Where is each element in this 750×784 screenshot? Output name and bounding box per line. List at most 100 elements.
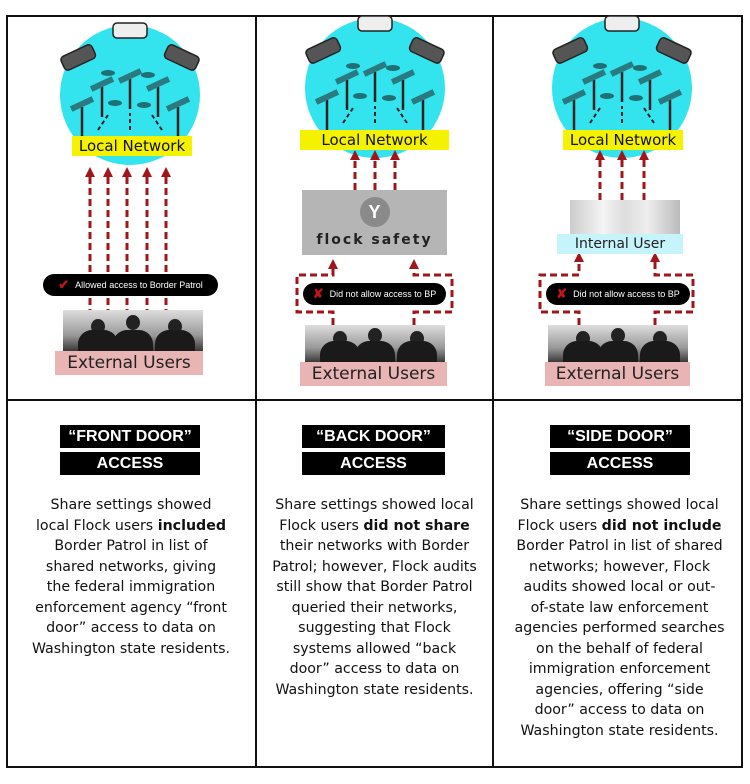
check-icon: ✔: [58, 277, 70, 292]
column-divider: [492, 15, 494, 768]
access-arrows: [295, 158, 454, 325]
text-segment: Flock users: [279, 517, 364, 534]
text-segment: agencies performed searches: [514, 620, 725, 636]
internal-user-label: Internal User: [557, 234, 683, 254]
emphasis-text: did not share: [363, 517, 470, 534]
description-line: on the behalf of federal: [496, 639, 743, 660]
side-door-heading: “SIDE DOOR”: [550, 425, 690, 448]
text-segment: audits showed local or out-: [523, 579, 716, 595]
police-officers-photo: [63, 310, 203, 352]
text-segment: Border Patrol in list of shared: [516, 538, 723, 554]
car-icon: [101, 70, 115, 76]
description-line: suggesting that Flock: [258, 618, 491, 639]
text-segment: Border Patrol in list of: [54, 538, 208, 554]
text-segment: Washington state residents.: [31, 640, 231, 657]
x-icon: ✘: [312, 286, 324, 301]
data-flow-arrow: [396, 107, 408, 124]
arrowhead-icon: [122, 167, 132, 177]
text-segment: queried their networks,: [291, 599, 458, 616]
description-line: Washington state residents.: [496, 721, 743, 742]
description-line: Share settings showed: [14, 495, 248, 516]
arrowhead-icon: [370, 150, 380, 160]
x-icon: ✘: [556, 286, 568, 301]
access-arrows: [538, 158, 695, 325]
external-users-label: External Users: [300, 362, 447, 386]
description-line: networks; however, Flock: [496, 557, 743, 578]
network-circle-graphic: [295, 15, 454, 325]
solar-panel-icon: [581, 69, 607, 85]
arrowhead-icon: [142, 167, 152, 177]
access-status-text: Did not allow access to BP: [573, 289, 680, 299]
access-arrows: [88, 175, 168, 327]
vehicle-icon: [163, 44, 200, 71]
description-line: Border Patrol in list of: [14, 536, 248, 557]
network-circle-graphic: [538, 15, 695, 325]
back-door-heading: “BACK DOOR”: [302, 425, 445, 448]
access-status-pill: ✘ Did not allow access to BP: [303, 283, 446, 305]
description-line: still show that Border Patrol: [258, 577, 491, 598]
text-segment: Patrol; however, Flock audits: [272, 558, 477, 575]
car-icon: [137, 102, 151, 108]
police-officers-photo: [548, 325, 688, 363]
text-segment: door” access to data on: [289, 661, 460, 677]
description-line: Share settings showed local: [258, 495, 491, 516]
arrowhead-icon: [595, 150, 605, 160]
description-line: Flock users did not share: [258, 516, 491, 537]
description-line: Washington state residents.: [14, 639, 248, 660]
text-segment: of-state law enforcement: [530, 599, 709, 616]
external-users-label: External Users: [545, 362, 690, 386]
arrowhead-icon: [328, 259, 338, 269]
internal-user-photo: [570, 200, 680, 234]
text-segment: Flock users: [517, 517, 602, 534]
flock-tree-icon: Y: [359, 197, 390, 227]
car-icon: [633, 65, 647, 71]
emphasis-text: did not include: [601, 517, 722, 534]
arrowhead-icon: [103, 167, 113, 177]
front-door-heading: “FRONT DOOR”: [60, 425, 200, 448]
police-officers-photo: [305, 325, 445, 363]
solar-panel-icon: [314, 89, 340, 105]
front-door-heading-access: ACCESS: [60, 452, 200, 475]
access-status-text: Did not allow access to BP: [329, 289, 437, 299]
arrowhead-icon: [161, 167, 171, 177]
description-line: their networks with Border: [258, 536, 491, 557]
solar-panel-icon: [117, 68, 143, 84]
side-door-diagram: Local Network Internal User ✘ Did not al…: [493, 15, 745, 400]
network-graphic: [552, 15, 692, 158]
text-segment: still show that Border Patrol: [276, 579, 473, 595]
solar-panel-icon: [609, 61, 635, 77]
data-flow-arrow: [643, 107, 655, 124]
solar-panel-icon: [362, 61, 388, 77]
local-network-label: Local Network: [300, 130, 449, 150]
text-segment: Share settings showed local: [275, 497, 474, 513]
arrowhead-icon: [390, 150, 400, 160]
description-line: shared networks, giving: [14, 557, 248, 578]
back-door-heading-access: ACCESS: [302, 452, 445, 475]
text-segment: Share settings showed: [50, 497, 212, 513]
description-line: agencies, offering “side: [496, 680, 743, 701]
solar-panel-icon: [145, 76, 171, 92]
text-segment: door” access to data on: [534, 702, 705, 718]
vehicle-icon: [60, 44, 97, 71]
flock-safety-label: flock safety: [316, 232, 433, 248]
description-line: Patrol; however, Flock audits: [258, 557, 491, 578]
vehicle-icon: [305, 37, 342, 64]
dashed-access-arrow: [295, 267, 335, 325]
text-segment: Share settings showed local: [520, 497, 719, 513]
vehicle-icon: [357, 15, 393, 32]
car-icon: [600, 93, 614, 99]
row-divider: [6, 399, 743, 401]
arrowhead-icon: [85, 167, 95, 177]
car-icon: [108, 100, 122, 106]
vehicle-icon: [408, 37, 445, 64]
external-users-label: External Users: [55, 351, 203, 375]
description-line: door” access to data on: [14, 618, 248, 639]
description-line: Share settings showed local: [496, 495, 743, 516]
access-status-pill: ✘ Did not allow access to BP: [546, 283, 690, 305]
solar-panel-icon: [89, 76, 115, 92]
dashed-access-arrow: [412, 267, 454, 325]
car-icon: [382, 95, 396, 101]
flock-safety-logo: Y flock safety: [302, 190, 447, 255]
